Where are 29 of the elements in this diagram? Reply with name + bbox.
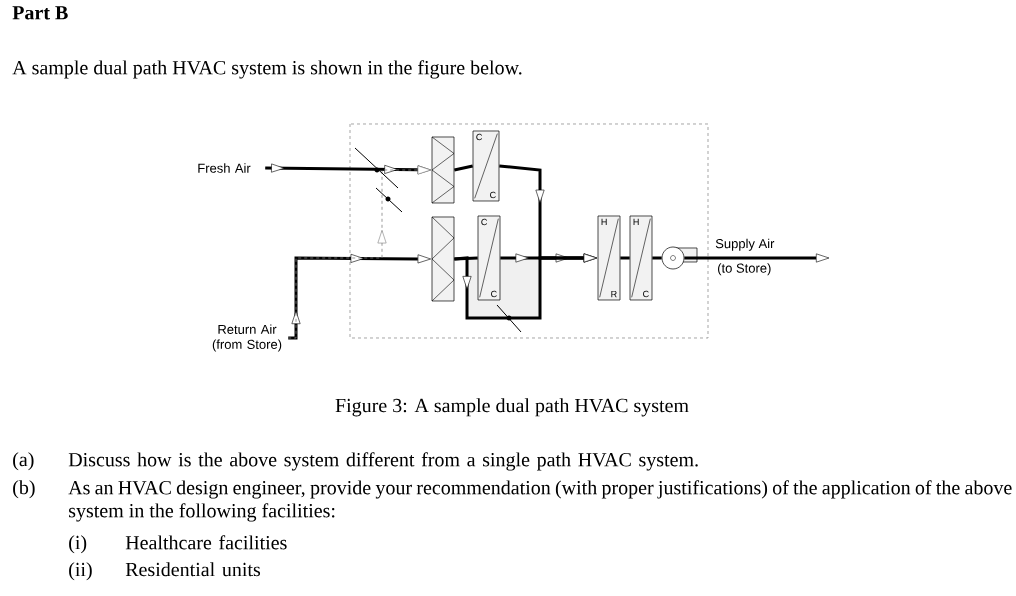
duct-arrow — [287, 165, 431, 339]
air-label: Fresh Air — [198, 163, 251, 173]
figure-caption: Figure 3: A sample dual path HVAC system — [335, 398, 689, 417]
duct-arrow — [454, 253, 597, 320]
coil-box: C C — [472, 130, 500, 202]
duct-line — [620, 256, 630, 260]
question-text: Healthcare facilities — [125, 535, 287, 550]
fan-symbol — [661, 246, 698, 270]
filter-box — [431, 216, 455, 302]
coil-box: H C — [629, 215, 653, 301]
question-text: Discuss how is the above system different from a single path HVAC system. — [68, 452, 698, 471]
item-marker: (b) — [13, 480, 35, 499]
question-text: As an HVAC design engineer, provide your recommendation (with proper justifications) of the application of the above system in the following facilities: — [68, 480, 1012, 522]
supply-air-label: (to Store) — [718, 263, 771, 276]
item-marker: (i) — [69, 535, 87, 554]
heading: Part B — [12, 6, 68, 20]
filter-box — [431, 136, 455, 204]
duct-line — [454, 164, 473, 172]
duct-line — [652, 256, 662, 260]
coil-box: C C — [477, 215, 501, 301]
air-label: Return Air (from Store) — [212, 324, 282, 352]
supply-air-label: Supply Air — [715, 238, 775, 251]
item-marker: (ii) — [69, 562, 92, 581]
coil-box: H R — [597, 215, 621, 301]
duct-arrow — [288, 253, 431, 340]
duct-arrow — [684, 253, 830, 263]
item-marker: (a) — [13, 452, 34, 471]
question-text: Residential units — [125, 562, 261, 577]
intro-text: A sample dual path HVAC system is shown in the figure below. — [12, 60, 522, 79]
